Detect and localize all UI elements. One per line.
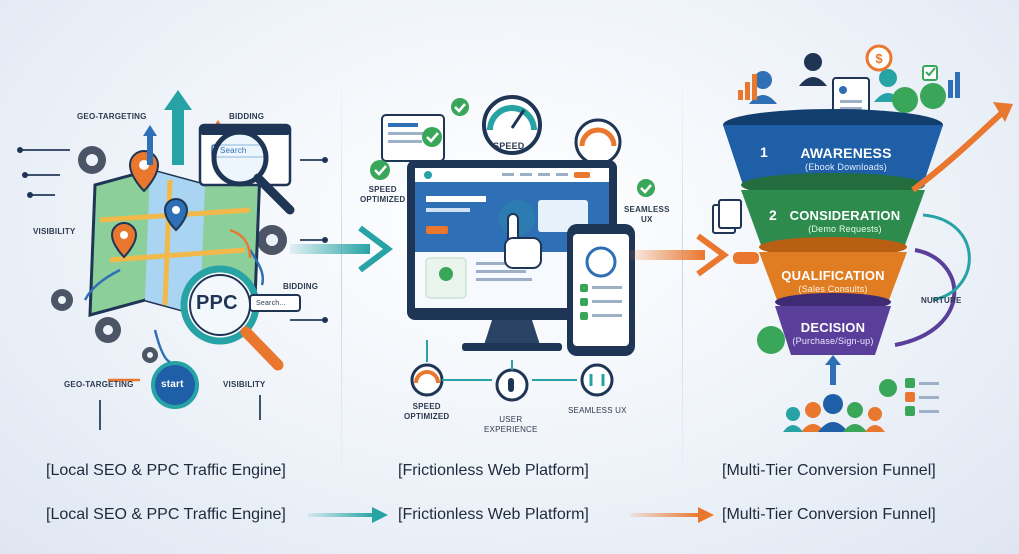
label-speed: SPEED (493, 141, 525, 151)
search-small-label: Search... (256, 300, 286, 307)
label-nurture: NURTURE (921, 296, 962, 305)
search-box-label: Search (220, 146, 247, 155)
funnel-tier-awareness (723, 125, 943, 185)
speed-gauge-bottom-icon (410, 363, 444, 397)
web-platform-panel: SPEED SPEED OPTIMIZED SEAMLESS UX SPEED … (342, 0, 682, 450)
search-box-small (249, 294, 301, 312)
stage-number-2: 2 (769, 207, 777, 223)
divider-left (341, 70, 342, 490)
label-visibility-left: VISIBILITY (33, 227, 76, 236)
stage-sub-consideration: (Demo Requests) (808, 224, 882, 234)
label-visibility-bottom: VISIBILITY (223, 380, 266, 389)
caption-web-bottom: [Frictionless Web Platform] (398, 506, 589, 523)
money-bag-icon (757, 83, 946, 354)
start-label: start (161, 379, 184, 390)
ppc-label: PPC (196, 292, 238, 314)
hand-cursor-icon (499, 200, 542, 269)
gear-icon (51, 146, 287, 363)
seo-ppc-panel: GEO-TARGETING BIDDING Search VISIBILITY … (0, 0, 340, 450)
speedometer-icon (482, 95, 542, 155)
label-bidding-mid: BIDDING (283, 282, 319, 291)
caption-seo-bottom: [Local SEO & PPC Traffic Engine] (46, 506, 286, 523)
caption-arrow-seo-to-web (308, 507, 388, 523)
dollar-coin-icon: $ (865, 44, 893, 72)
gauge-icon (574, 118, 622, 166)
caption-web-top: [Frictionless Web Platform] (398, 462, 589, 479)
flow-arrow-seo-to-web (290, 225, 393, 273)
document-stack-icon (712, 199, 742, 234)
label-seamless-ux-right: SEAMLESS UX (624, 205, 670, 224)
customers-group-icon (783, 394, 885, 432)
magnifier-icon (211, 129, 295, 215)
start-button-icon (151, 361, 199, 409)
ppc-magnifier-icon (180, 265, 284, 371)
label-geo-targeting-top: GEO-TARGETING (77, 112, 147, 121)
stage-title-decision: DECISION (800, 320, 866, 335)
stage-sub-decision: (Purchase/Sign-up) (792, 336, 874, 346)
svg-text:$: $ (875, 51, 883, 66)
check-icon (922, 65, 938, 81)
label-seamless-ux-bottom: SEAMLESS UX (568, 406, 627, 415)
stage-sub-qualification: (Sales Consults) (798, 284, 868, 294)
caption-funnel-top: [Multi-Tier Conversion Funnel] (722, 462, 936, 479)
web-platform-illustration (370, 95, 655, 402)
user-experience-icon (495, 368, 529, 402)
stage-title-awareness: AWARENESS (800, 145, 892, 161)
handshake-icon (733, 252, 759, 264)
mobile-phone-icon (567, 224, 635, 356)
label-speed-optimized-bottom: SPEED OPTIMIZED (404, 402, 450, 421)
label-bidding-top: BIDDING (229, 112, 265, 121)
caption-arrow-web-to-funnel (630, 507, 714, 523)
seo-ppc-illustration (17, 90, 328, 430)
stage-title-qualification: QUALIFICATION (781, 268, 885, 283)
funnel-tier-consideration (741, 190, 925, 245)
funnel-tier-qualification (759, 252, 907, 300)
divider-right (682, 70, 683, 490)
check-icon (370, 98, 655, 197)
seamless-ux-icon (580, 363, 614, 397)
caption-funnel-bottom: [Multi-Tier Conversion Funnel] (722, 506, 936, 523)
conversion-funnel-panel: $ (683, 0, 1019, 450)
label-speed-optimized-left: SPEED OPTIMIZED (360, 185, 406, 204)
checklist-icon (879, 378, 939, 416)
bar-chart-icon (738, 72, 960, 100)
caption-seo-top: [Local SEO & PPC Traffic Engine] (46, 462, 286, 479)
funnel-tier-decision (775, 306, 891, 355)
label-user-experience: USER EXPERIENCE (484, 415, 538, 434)
flow-arrow-web-to-funnel (630, 233, 730, 277)
stage-sub-awareness: (Ebook Downloads) (805, 162, 887, 172)
stage-number-1: 1 (760, 144, 768, 160)
funnel-illustration: $ (712, 44, 1013, 432)
stage-title-consideration: CONSIDERATION (789, 208, 901, 223)
label-geo-targeting-bottom: GEO-TARGETING (64, 380, 134, 389)
